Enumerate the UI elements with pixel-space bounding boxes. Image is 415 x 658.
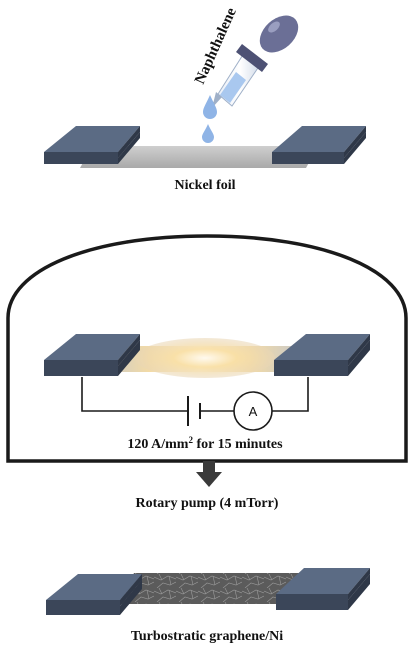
graphene-coated-foil <box>118 573 308 604</box>
pump-arrow-icon <box>196 461 222 487</box>
droplet-icon <box>203 95 217 119</box>
current-condition-label: 120 A/mm2 for 15 minutes <box>127 435 283 452</box>
droplet-icon <box>202 124 214 143</box>
left-clamp <box>44 334 140 376</box>
dropper-icon <box>212 15 299 108</box>
electrical-circuit <box>81 377 309 431</box>
right-clamp <box>276 568 370 610</box>
step1-nickel-foil-setup: Naphthalene Nickel foil <box>44 5 366 193</box>
vacuum-chamber <box>6 234 408 463</box>
nickel-foil <box>80 146 318 168</box>
step3-graphene-product: Turbostratic graphene/Ni <box>46 568 370 644</box>
step2-vacuum-chamber: A 120 A/mm2 for 15 minutes Rotary pump (… <box>6 234 408 511</box>
left-clamp <box>46 574 142 615</box>
right-clamp <box>274 334 370 376</box>
left-clamp <box>44 126 140 164</box>
right-clamp <box>272 126 366 164</box>
glow-spot <box>135 338 275 378</box>
ammeter-symbol: A <box>249 404 258 419</box>
graphene-product-label: Turbostratic graphene/Ni <box>131 629 283 644</box>
nickel-foil-label: Nickel foil <box>174 178 235 193</box>
rotary-pump-label: Rotary pump (4 mTorr) <box>136 496 279 511</box>
